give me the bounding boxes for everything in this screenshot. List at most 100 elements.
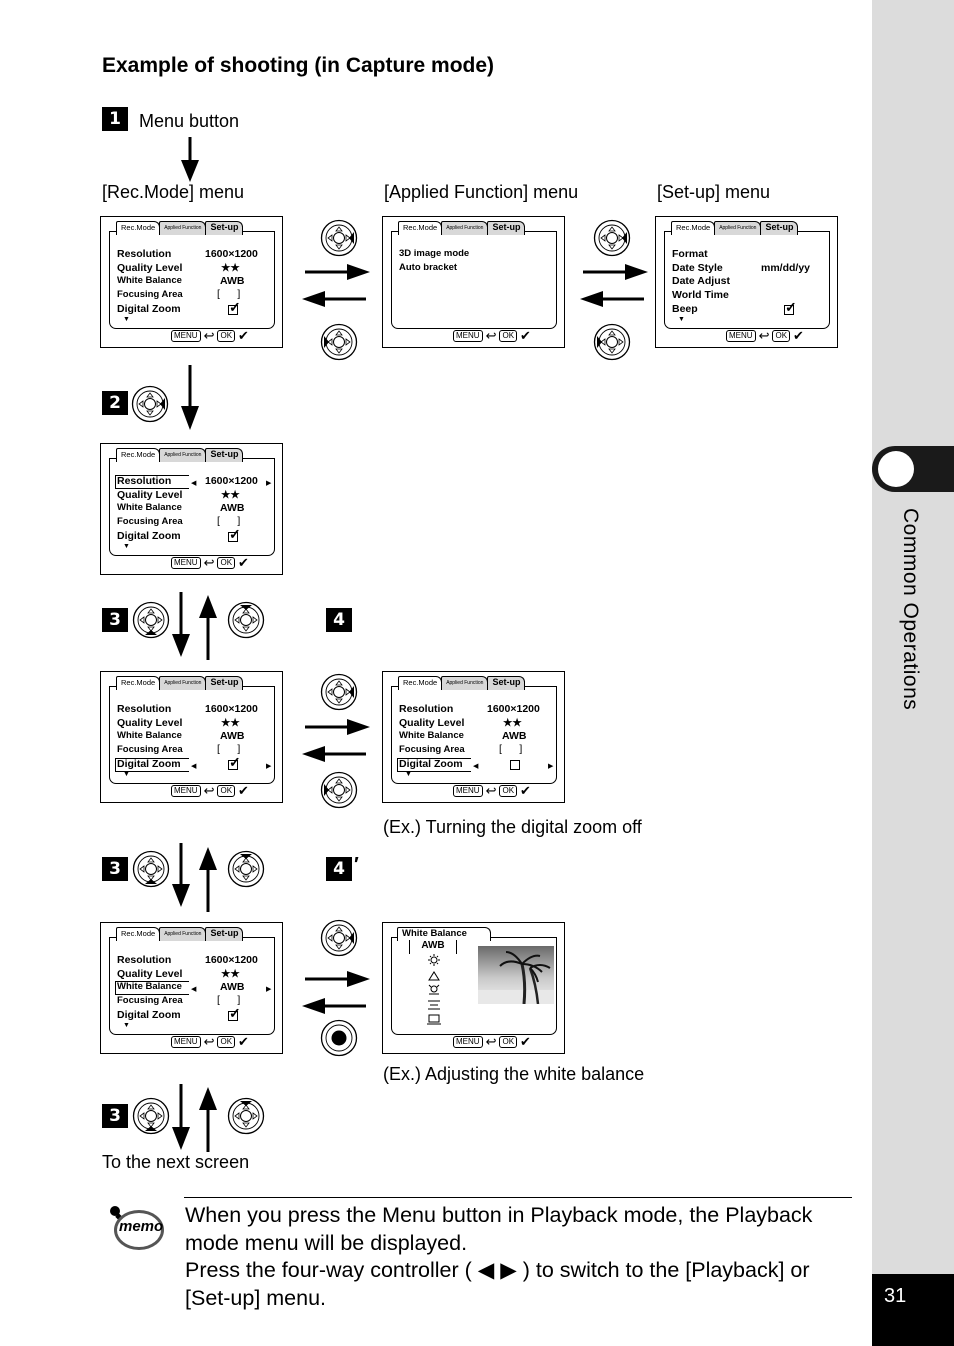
- return-icon: ↩: [203, 555, 215, 570]
- menu-item-focusing-area: Focusing Area: [117, 289, 183, 300]
- digital-zoom-selected-screen: Rec.Mode Applied Function Set-up ◀ ▶ Res…: [100, 671, 283, 803]
- rec-mode-menu-label: [Rec.Mode] menu: [102, 182, 245, 202]
- step-2-marker: 2: [102, 391, 128, 415]
- menu-item-world-time: World Time: [672, 289, 729, 301]
- menu-item-quality: Quality Level: [399, 717, 465, 729]
- step-4-prime-mark: ′: [354, 854, 359, 876]
- flow-arrows-and-controllers: [131, 137, 648, 1152]
- right-arrow-icon: ▶: [548, 763, 554, 770]
- step-3-marker: 3: [102, 608, 128, 632]
- ok-key-label: OK: [217, 1036, 236, 1048]
- confirm-check-icon: ✔: [238, 555, 249, 570]
- focus-area-bracket: [ ]: [217, 994, 241, 1006]
- menu-item-digital-zoom: Digital Zoom: [117, 758, 181, 770]
- tab-set-up: Set-up: [205, 676, 244, 690]
- page-number: 31: [884, 1285, 907, 1307]
- left-arrow-icon: ◀: [191, 763, 197, 770]
- confirm-check-icon: ✔: [520, 1034, 531, 1049]
- ok-key-label: OK: [217, 557, 236, 569]
- tab-applied-function: Applied Function: [441, 221, 489, 235]
- tab-rec-mode: Rec.Mode: [116, 448, 161, 462]
- white-balance-selected-screen: Rec.Mode Applied Function Set-up ◀ ▶ Res…: [100, 922, 283, 1054]
- tab-applied-function: Applied Function: [714, 221, 762, 235]
- digital-zoom-checkbox-empty: [510, 760, 520, 770]
- tab-set-up: Set-up: [760, 221, 799, 235]
- setup-menu-screen: Rec.Mode Applied Function Set-up Format …: [655, 216, 838, 348]
- section-title: Common Operations: [899, 508, 922, 711]
- right-arrow-icon: ▶: [266, 986, 272, 993]
- quality-value: ★★: [221, 262, 240, 274]
- menu-item-digital-zoom: Digital Zoom: [117, 1009, 181, 1021]
- digital-zoom-checkbox: ✓: [228, 1005, 241, 1021]
- selection-cursor: [115, 758, 189, 772]
- focus-area-bracket: [ ]: [217, 743, 241, 755]
- menu-key-label: MENU: [171, 1036, 201, 1048]
- menu-item-format: Format: [672, 248, 708, 260]
- return-icon: ↩: [758, 328, 770, 343]
- step-3-marker-b: 3: [102, 857, 128, 881]
- memo-icon-label: memo: [119, 1218, 164, 1235]
- beach-palm-photo: [478, 946, 554, 1004]
- menu-item-white-balance: White Balance: [399, 730, 464, 741]
- menu-item-date-style: Date Style: [672, 262, 723, 274]
- scroll-down-arrow-icon: ▼: [123, 543, 130, 550]
- menu-item-white-balance: White Balance: [117, 502, 182, 513]
- white-balance-value: AWB: [220, 275, 245, 287]
- confirm-check-icon: ✔: [238, 1034, 249, 1049]
- menu-item-white-balance: White Balance: [117, 275, 182, 286]
- menu-item-white-balance: White Balance: [117, 981, 182, 992]
- memo-line-3: Press the four-way controller ( ◀ ▶ ) to…: [185, 1258, 810, 1282]
- white-balance-adjust-screen: White Balance AWB MENU↩ OK✔: [382, 922, 565, 1054]
- page-number-box: [872, 1274, 954, 1346]
- selection-cursor: [115, 475, 189, 489]
- menu-item-resolution: Resolution: [117, 954, 172, 966]
- menu-item-quality: Quality Level: [117, 489, 183, 501]
- menu-item-quality: Quality Level: [117, 968, 183, 980]
- ok-key-label: OK: [217, 330, 236, 342]
- tab-applied-function: Applied Function: [159, 221, 207, 235]
- quality-value: ★★: [221, 968, 240, 980]
- return-icon: ↩: [485, 783, 497, 798]
- tab-applied-function: Applied Function: [159, 676, 207, 690]
- menu-key-label: MENU: [453, 330, 483, 342]
- menu-item-beep: Beep: [672, 303, 698, 315]
- focus-area-bracket: [ ]: [499, 743, 523, 755]
- applied-function-menu-screen: Rec.Mode Applied Function Set-up 3D imag…: [382, 216, 565, 348]
- confirm-check-icon: ✔: [520, 328, 531, 343]
- focus-area-bracket: [ ]: [217, 515, 241, 527]
- tab-applied-function: Applied Function: [159, 448, 207, 462]
- scroll-down-arrow-icon: ▼: [123, 316, 130, 323]
- ok-key-label: OK: [217, 785, 236, 797]
- left-arrow-icon: ◀: [473, 763, 479, 770]
- menu-item-focusing-area: Focusing Area: [117, 995, 183, 1006]
- digital-zoom-checkbox: ✓: [228, 299, 241, 315]
- menu-button-label: Menu button: [139, 111, 240, 131]
- date-style-value: mm/dd/yy: [761, 262, 811, 274]
- tab-rec-mode: Rec.Mode: [116, 221, 161, 235]
- confirm-check-icon: ✔: [238, 328, 249, 343]
- tab-applied-function: Applied Function: [159, 927, 207, 941]
- step-2-controller-icon: [131, 385, 169, 423]
- digital-zoom-checkbox: ✓: [228, 754, 241, 770]
- left-arrow-icon: ◀: [191, 986, 197, 993]
- menu-item-focusing-area: Focusing Area: [117, 516, 183, 527]
- left-arrow-icon: ◀: [191, 480, 197, 487]
- menu-item-focusing-area: Focusing Area: [117, 744, 183, 755]
- digital-zoom-off-caption: (Ex.) Turning the digital zoom off: [383, 817, 642, 837]
- memo-line-4: [Set-up] menu.: [185, 1285, 327, 1310]
- ok-key-label: OK: [499, 330, 518, 342]
- white-balance-value: AWB: [220, 981, 245, 993]
- tab-rec-mode: Rec.Mode: [671, 221, 716, 235]
- memo-icon: memo: [107, 1203, 165, 1255]
- scroll-down-arrow-icon: ▼: [123, 1022, 130, 1029]
- tab-set-up: Set-up: [205, 448, 244, 462]
- menu-item-quality: Quality Level: [117, 262, 183, 274]
- tab-set-up: Set-up: [487, 676, 526, 690]
- white-balance-title: White Balance: [397, 927, 491, 941]
- tab-rec-mode: Rec.Mode: [398, 221, 443, 235]
- menu-item-auto-bracket: Auto bracket: [399, 262, 458, 273]
- tab-set-up: Set-up: [205, 221, 244, 235]
- return-icon: ↩: [203, 328, 215, 343]
- step-4-marker: 4: [326, 608, 352, 632]
- resolution-value: 1600×1200: [205, 475, 258, 487]
